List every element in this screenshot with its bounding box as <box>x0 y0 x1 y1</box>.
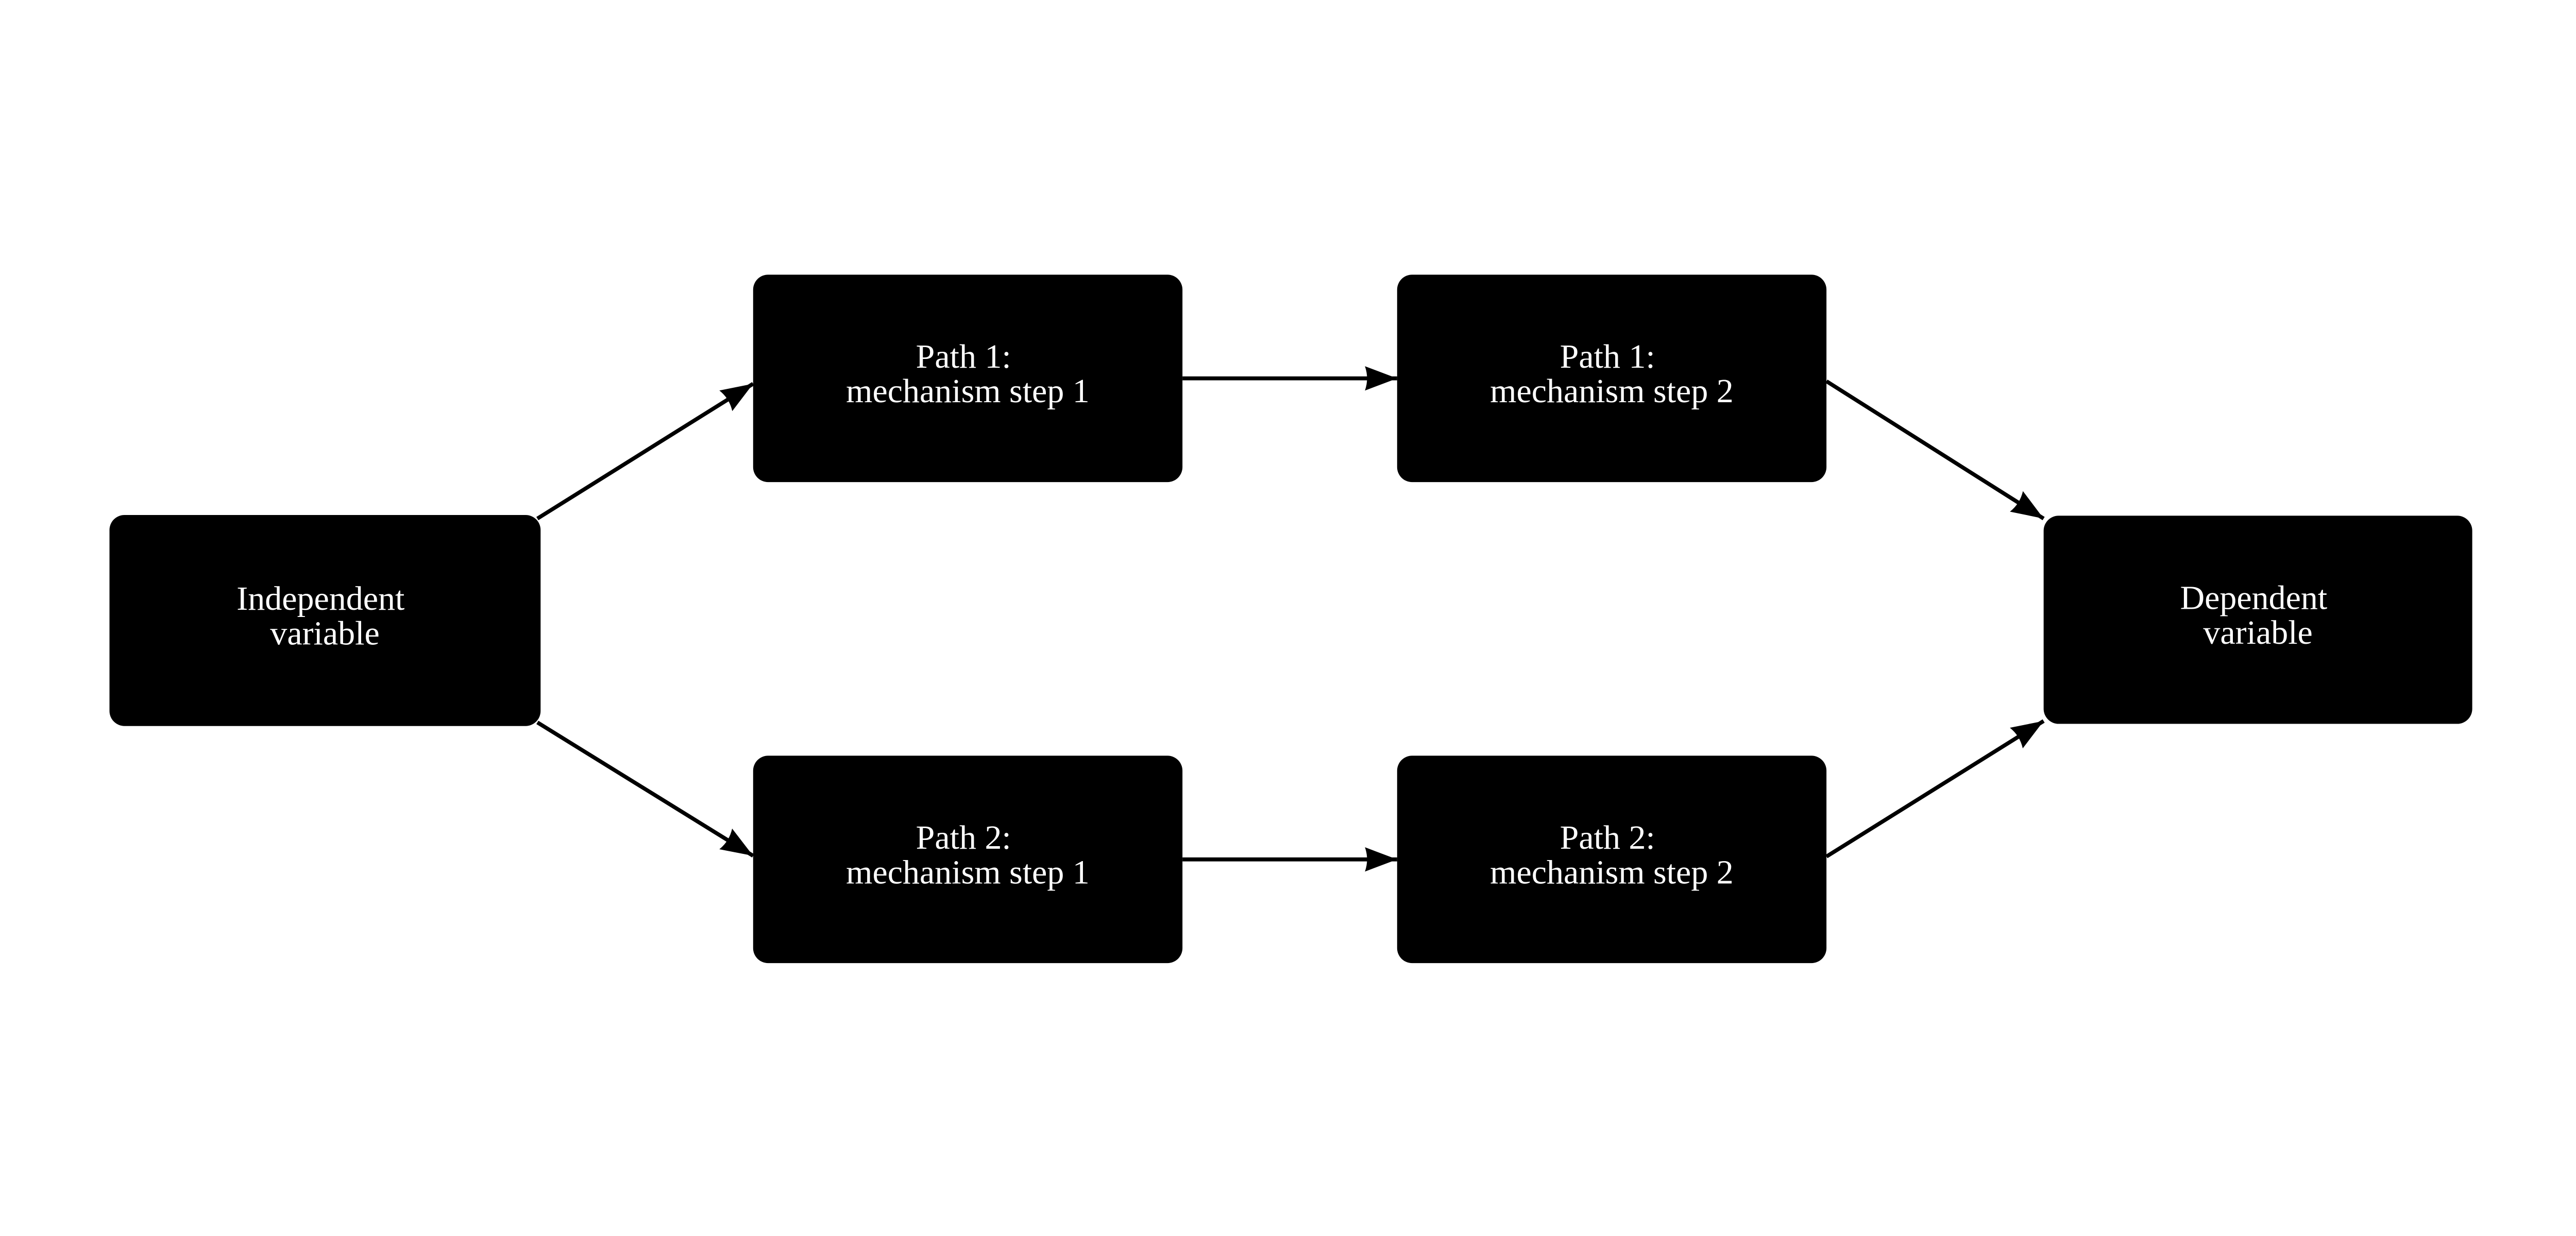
nodes-layer: Independent variable Path 1: mechanism s… <box>109 274 2472 964</box>
edge-independent-to-path2-step1 <box>536 720 754 858</box>
edge-path1-step2-to-dependent <box>1825 380 2045 521</box>
node-dependent-variable-label: Dependent variable <box>2180 579 2336 651</box>
node-dependent-variable-box <box>2043 516 2472 724</box>
node-path2-step2-label: Path 2: mechanism step 2 <box>1490 819 1734 891</box>
node-path2-step1: Path 2: mechanism step 1 <box>753 756 1183 964</box>
node-path1-step1: Path 1: mechanism step 1 <box>753 274 1183 483</box>
edges-layer <box>536 366 2045 872</box>
node-independent-variable-label: Independent variable <box>236 580 413 652</box>
node-path2-step2: Path 2: mechanism step 2 <box>1397 756 1827 964</box>
node-path1-step1-box <box>753 274 1183 483</box>
node-path2-step2-box <box>1397 756 1827 964</box>
node-path1-step2-box <box>1397 274 1827 483</box>
node-path1-step2: Path 1: mechanism step 2 <box>1397 274 1827 483</box>
node-path1-step2-label: Path 1: mechanism step 2 <box>1490 338 1734 410</box>
edge-path2-step2-to-dependent <box>1825 719 2045 859</box>
node-independent-variable-box <box>109 515 541 726</box>
node-path2-step1-label: Path 2: mechanism step 1 <box>846 819 1090 891</box>
node-path2-step1-box <box>753 756 1183 964</box>
node-path1-step1-label: Path 1: mechanism step 1 <box>846 338 1090 410</box>
node-independent-variable: Independent variable <box>109 515 541 726</box>
node-dependent-variable: Dependent variable <box>2043 516 2472 724</box>
edge-independent-to-path1-step1 <box>536 382 754 521</box>
